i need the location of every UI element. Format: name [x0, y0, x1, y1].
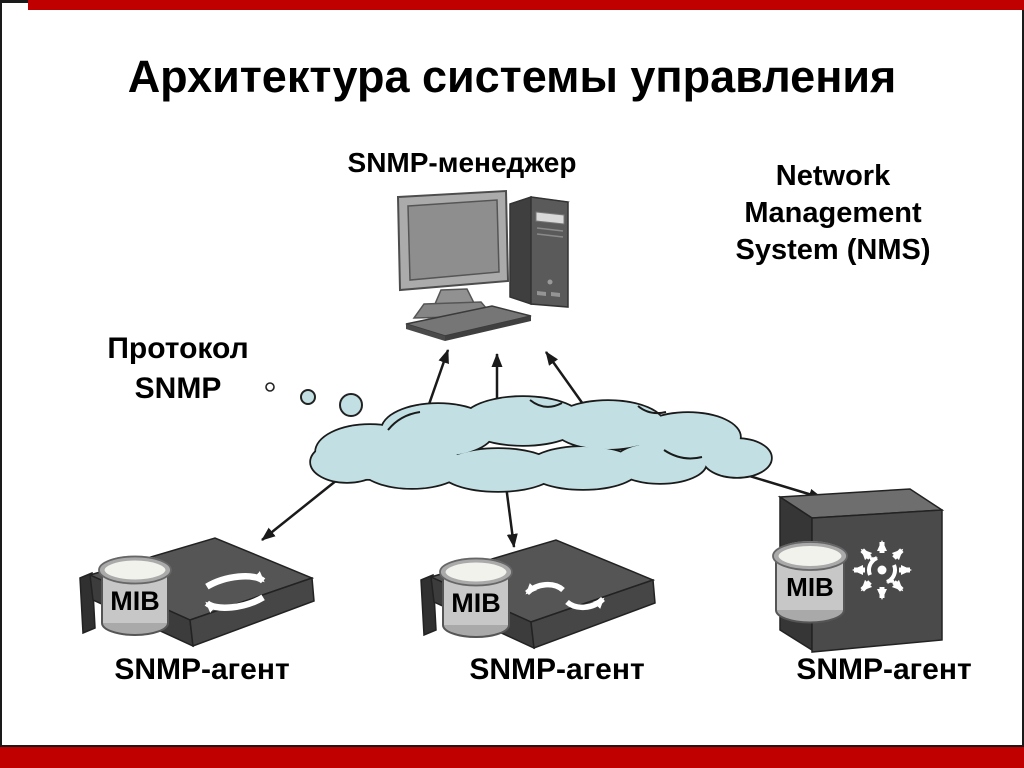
snmp-agent-label-3: SNMP-агент	[796, 653, 972, 686]
mib-label: MIB	[451, 588, 501, 618]
protocol-bubbles	[265, 382, 363, 417]
monitor	[396, 189, 510, 319]
network-cloud	[309, 395, 773, 493]
mib-cylinder: MIB	[439, 557, 513, 638]
page-title: Архитектура системы управления	[127, 51, 897, 102]
slide-border-bottom	[0, 745, 1024, 747]
protocol-line-1: Протокол	[107, 332, 249, 365]
nms-line-3: System (NMS)	[735, 234, 931, 266]
slide-border-left	[0, 0, 2, 768]
cloud-scallop-lines	[387, 399, 703, 460]
mib-cylinder: MIB	[98, 555, 172, 636]
mib-cylinder: MIB	[772, 541, 848, 624]
snmp-manager-computer	[396, 189, 570, 341]
nms-line-2: Management	[744, 197, 922, 229]
protocol-label: Протокол SNMP	[53, 329, 303, 409]
nms-line-1: Network	[775, 160, 891, 192]
bottom-accent-bar	[0, 747, 1024, 768]
broadcast-arrows-icon	[852, 540, 912, 600]
keyboard	[405, 305, 532, 341]
loop-arrows-icon	[204, 571, 266, 613]
exchange-arrows-icon	[525, 582, 605, 610]
snmp-agent-device-2: MIB	[420, 539, 656, 649]
slide-border-right	[1022, 0, 1024, 768]
snmp-agent-device-3: MIB	[772, 488, 945, 653]
tower-case	[509, 195, 570, 308]
top-accent-bar	[28, 0, 1024, 10]
bubble-medium	[300, 389, 316, 405]
protocol-line-2: SNMP	[134, 372, 222, 405]
snmp-agent-device-1: MIB	[79, 537, 315, 647]
snmp-manager-label: SNMP-менеджер	[347, 147, 577, 178]
nms-label: Network Management System (NMS)	[702, 158, 964, 269]
snmp-agent-label-2: SNMP-агент	[469, 653, 645, 686]
mib-label: MIB	[110, 586, 160, 616]
bubble-small	[265, 382, 275, 392]
snmp-agent-label-1: SNMP-агент	[114, 653, 290, 686]
bubble-large	[339, 393, 363, 417]
mib-label: MIB	[786, 572, 834, 602]
